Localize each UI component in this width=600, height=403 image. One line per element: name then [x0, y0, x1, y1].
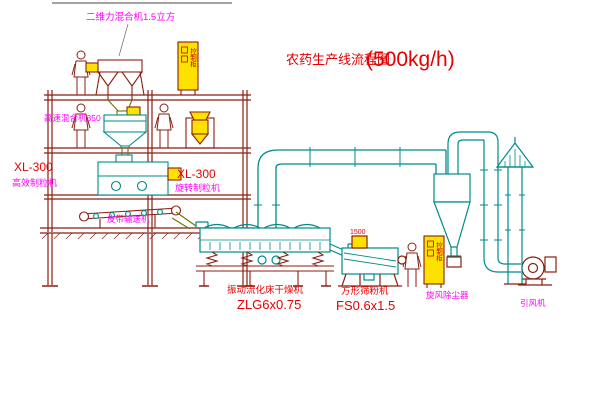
- conveyor-discharge-chute: [171, 211, 197, 230]
- label-granulator-name: 高效制粒机: [12, 177, 57, 188]
- cyclone-separator: [433, 131, 521, 273]
- structure-floors: [44, 94, 251, 200]
- label-dryer-model: ZLG6x0.75: [237, 297, 301, 312]
- high-speed-mixer-motor: [126, 106, 141, 116]
- granulator-xl300: [97, 154, 182, 196]
- control-cabinet-top: 控制柜: [177, 41, 199, 95]
- conveyor-rollers: [93, 209, 163, 219]
- downpipe-bottom-elbow: [483, 257, 521, 273]
- cyclone-dust-bin: [446, 256, 462, 268]
- worker-top-floor: [71, 50, 91, 96]
- cyclone-outlet-elbow: [447, 131, 499, 258]
- dryer-base-frame: [196, 251, 334, 287]
- duct-flanges: [254, 147, 401, 206]
- label-dimension-1500: 1500: [350, 229, 366, 236]
- dryer-springs: [205, 251, 325, 267]
- label-high-speed-mixer: 高速混合机350: [44, 113, 101, 123]
- belt-conveyor: [78, 205, 182, 228]
- label-sieve-model: FS0.6x1.5: [336, 298, 395, 313]
- granulator-motor: [167, 167, 182, 181]
- fluid-bed-dryer: [195, 221, 349, 265]
- square-sieve: [338, 235, 407, 287]
- sieve-vibrator: [397, 255, 407, 265]
- mixer-motor: [85, 62, 99, 73]
- worker-second-floor-left: [71, 103, 91, 149]
- label-rotary-granulator-name: 旋转制粒机: [175, 182, 220, 193]
- label-leader-line: [118, 23, 129, 57]
- label-dryer-name: 振动流化床干燥机: [227, 284, 304, 296]
- label-belt-conveyor: 皮带输送机: [107, 214, 150, 224]
- label-sieve-name: 方形筛粉机: [341, 285, 389, 297]
- rotary-granulator: [185, 111, 215, 149]
- vibration-motor: [271, 255, 281, 265]
- label-rotary-granulator-model: XL-300: [177, 167, 216, 181]
- exhaust-stack: [495, 137, 535, 285]
- page-title: 农药生产线流程图: [286, 52, 390, 67]
- control-cabinet-right-label: 控制柜: [435, 241, 443, 263]
- label-two-dim-mixer: 二维力混合机1.5立方: [86, 11, 175, 23]
- sieve-motor: [351, 235, 368, 249]
- building-structure: [40, 90, 255, 287]
- high-speed-mixer: [102, 106, 148, 148]
- label-cyclone: 旋风除尘器: [426, 290, 469, 300]
- fan-motor: [544, 256, 557, 273]
- vibration-motor: [257, 255, 267, 265]
- dryer-exhaust-duct: [254, 147, 447, 228]
- structure-columns: [47, 90, 248, 232]
- page-title-capacity: (500kg/h): [366, 48, 455, 71]
- structure-legs: [47, 233, 248, 285]
- label-fan: 引风机: [520, 298, 546, 308]
- downpipe-flanges: [480, 169, 502, 241]
- control-cabinet-right: 控制柜: [423, 235, 445, 288]
- induced-draft-fan: [518, 256, 557, 286]
- worker-ground: [402, 242, 422, 288]
- worker-second-floor-right: [154, 103, 174, 149]
- label-granulator-model: XL-300: [14, 160, 53, 174]
- control-cabinet-top-label: 控制柜: [189, 47, 197, 69]
- diagram-labels: 二维力混合机1.5立方 农药生产线流程图 (500kg/h) 高速混合机350 …: [12, 11, 546, 313]
- double-cone-mixer: [85, 59, 145, 100]
